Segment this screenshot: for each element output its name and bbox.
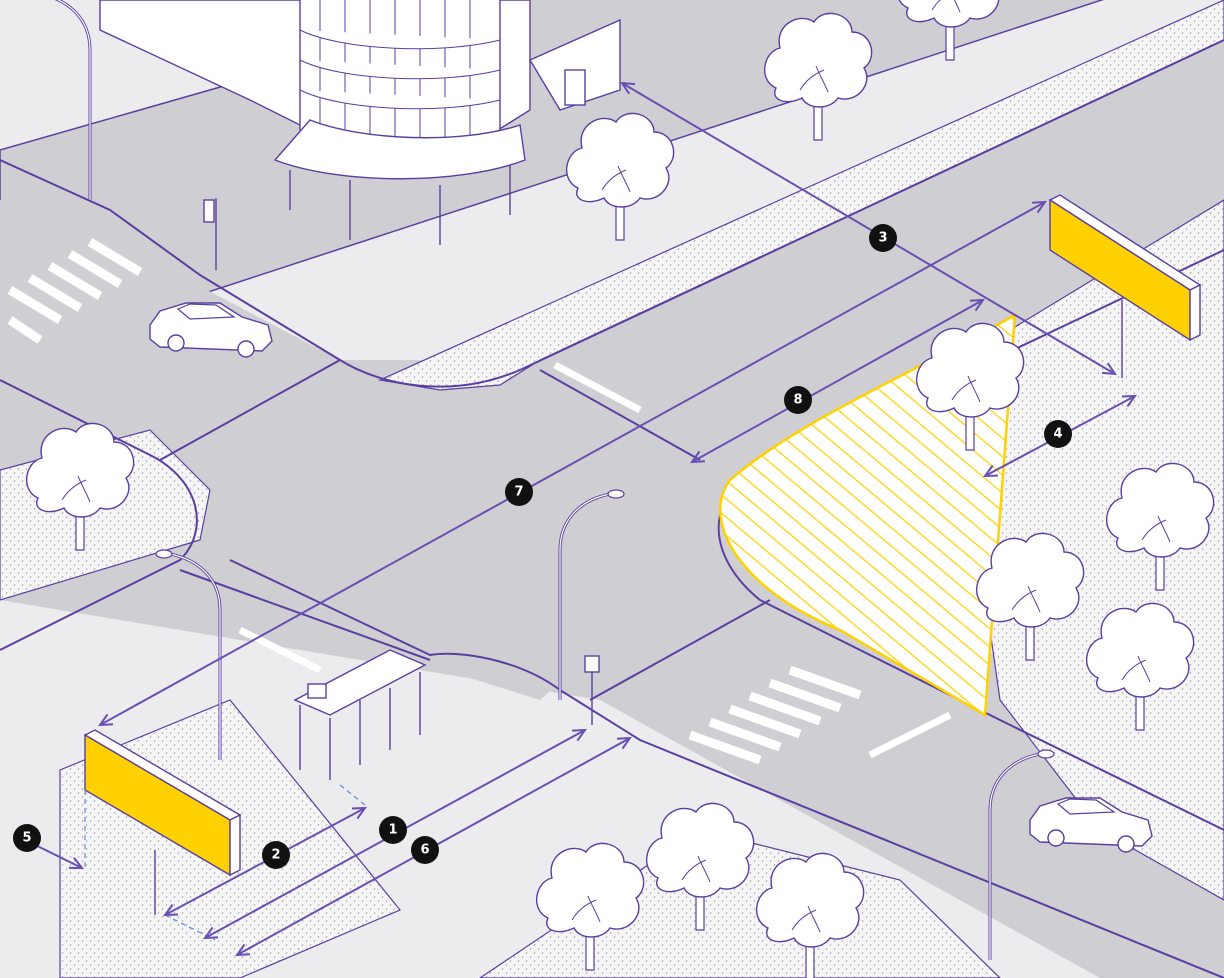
svg-text:7: 7 <box>514 485 523 500</box>
svg-text:4: 4 <box>1053 427 1062 442</box>
svg-text:1: 1 <box>388 823 397 838</box>
badge-4: 4 <box>1044 420 1072 448</box>
svg-text:3: 3 <box>878 231 887 246</box>
badge-2: 2 <box>262 841 290 869</box>
badge-1: 1 <box>379 816 407 844</box>
badge-5: 5 <box>13 824 41 852</box>
badge-7: 7 <box>505 478 533 506</box>
svg-text:6: 6 <box>420 843 429 858</box>
svg-text:8: 8 <box>793 393 802 408</box>
badge-6: 6 <box>411 836 439 864</box>
svg-text:2: 2 <box>271 848 280 863</box>
badge-8: 8 <box>784 386 812 414</box>
svg-text:5: 5 <box>22 831 31 846</box>
badge-3: 3 <box>869 224 897 252</box>
